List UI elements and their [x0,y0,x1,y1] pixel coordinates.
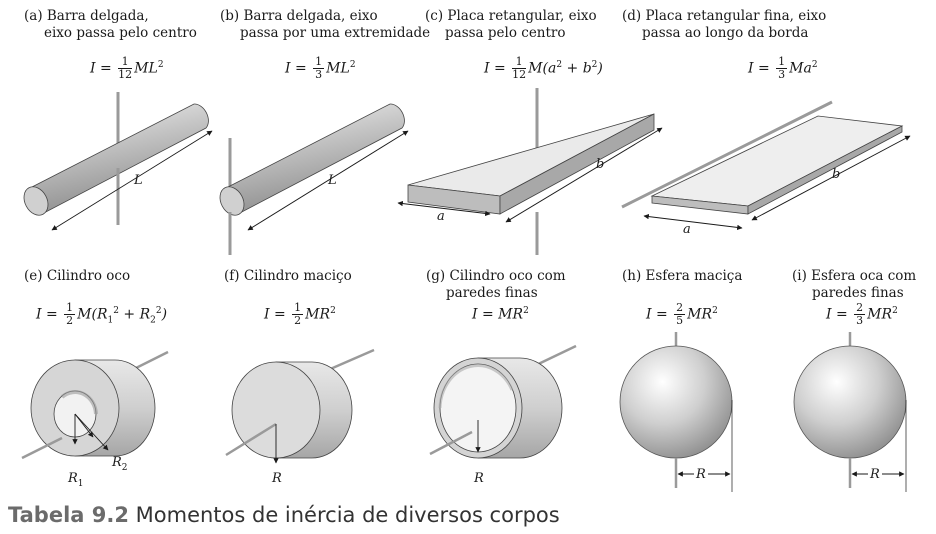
dim-label: a [683,222,691,237]
rod-end: L [219,103,409,255]
caption-d-line1: (d) Placa retangular fina, eixo [622,8,827,24]
caption-e-line1: (e) Cilindro oco [24,268,131,284]
caption-a-line1: (a) Barra delgada, [24,8,149,24]
caption-f-line1: (f) Cilindro maciço [224,268,352,284]
caption-d: (d) Placa retangular fina, eixo passa ao… [622,8,826,42]
caption-c-line2: passa pelo centro [445,25,566,41]
caption-e: (e) Cilindro oco [24,268,130,285]
hollow-cylinder: R1 R2 [21,350,169,489]
table-number: Tabela 9.2 [8,503,129,527]
caption-i-line2: paredes finas [812,285,904,301]
hollow-sphere: R [793,332,907,492]
dim-label: R2 [111,455,128,473]
dim-label: R [869,467,880,482]
plate-edge: a b [621,100,911,237]
dim-label: L [327,173,337,188]
caption-b: (b) Barra delgada, eixo passa por uma ex… [220,8,430,42]
caption-c-line1: (c) Placa retangular, eixo [425,8,597,24]
caption-a-line2: eixo passa pelo centro [44,25,197,41]
caption-g: (g) Cilindro oco com paredes finas [426,268,566,302]
solid-cylinder: R [225,348,375,486]
dim-label: b [596,157,604,172]
dim-label: L [133,173,143,188]
caption-b-line2: passa por uma extremidade [240,25,431,41]
thin-walled-cylinder: R [429,344,577,486]
caption-g-line2: paredes finas [446,285,538,301]
table-title: Momentos de inércia de diversos corpos [135,503,560,527]
solid-sphere: R [619,332,733,492]
caption-f: (f) Cilindro maciço [224,268,352,285]
caption-d-line2: passa ao longo da borda [642,25,809,41]
caption-i: (i) Esfera oca com paredes finas [792,268,916,302]
formula-g: I = MR2 [472,306,529,323]
plate-center: a b [397,88,663,255]
rod-center: L [23,92,213,231]
table-caption: Tabela 9.2 Momentos de inércia de divers… [8,503,560,527]
dim-label: R1 [67,471,84,489]
dim-label: b [832,167,840,182]
dim-label: R [473,471,484,486]
caption-h: (h) Esfera maciça [622,268,742,285]
caption-b-line1: (b) Barra delgada, eixo [220,8,378,24]
caption-c: (c) Placa retangular, eixo passa pelo ce… [425,8,597,42]
caption-i-line1: (i) Esfera oca com [792,268,917,284]
caption-a: (a) Barra delgada, eixo passa pelo centr… [24,8,197,42]
caption-h-line1: (h) Esfera maciça [622,268,743,284]
dim-label: R [695,467,706,482]
dim-label: R [271,471,282,486]
caption-g-line1: (g) Cilindro oco com [426,268,566,284]
dim-label: a [437,209,445,224]
